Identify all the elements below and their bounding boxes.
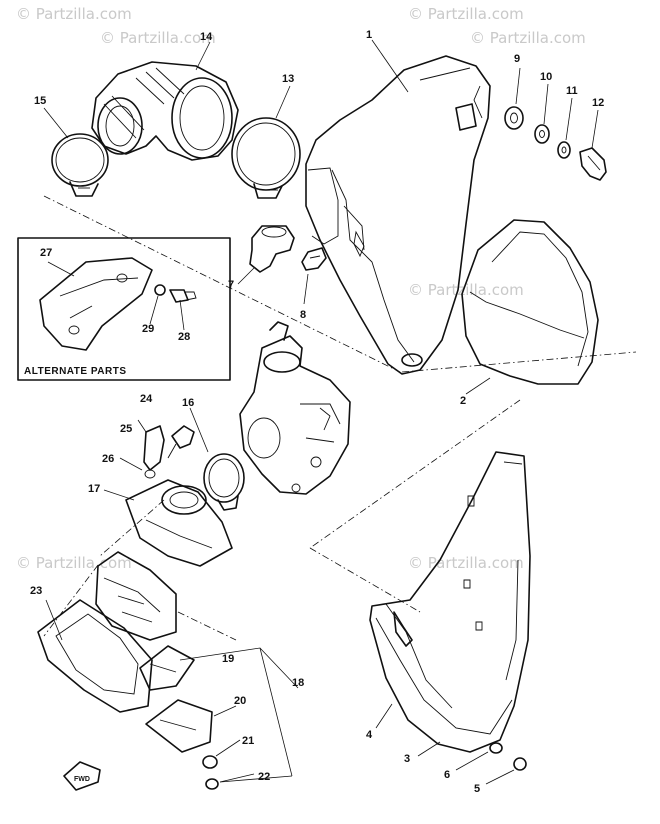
spring-clip (301, 247, 327, 271)
callout-25: 25 (120, 423, 132, 435)
carburetor-clamp (203, 453, 245, 511)
watermark: © Partzilla.com (16, 554, 132, 572)
hose-clamp-left (51, 133, 109, 197)
leader-lines (43, 39, 599, 785)
callout-15: 15 (34, 95, 46, 107)
air-cleaner-case (305, 55, 491, 375)
side-cover (369, 451, 531, 771)
watermark: © Partzilla.com (100, 29, 216, 47)
watermark: © Partzilla.com (408, 281, 524, 299)
watermark: © Partzilla.com (408, 5, 524, 23)
alternate-parts-box (17, 237, 231, 381)
callout-labels: 1 2 3 4 5 6 7 8 9 10 11 12 13 14 15 16 1… (24, 29, 604, 795)
callout-11: 11 (566, 85, 578, 97)
cable-stay (143, 425, 165, 479)
callout-23: 23 (30, 585, 42, 597)
callout-14: 14 (200, 31, 213, 43)
intake-duct (91, 61, 239, 161)
assembly-lines (43, 195, 637, 641)
bolt (167, 425, 195, 459)
carburetor-assembly (239, 321, 351, 495)
mounting-hardware-upper (504, 106, 607, 181)
air-filter-element (461, 219, 599, 385)
callout-8: 8 (300, 309, 306, 321)
callout-5: 5 (474, 783, 480, 795)
watermark: © Partzilla.com (16, 5, 132, 23)
callout-27: 27 (40, 247, 52, 259)
callout-21: 21 (242, 735, 254, 747)
callout-4: 4 (366, 729, 373, 741)
callout-6: 6 (444, 769, 450, 781)
callout-13: 13 (282, 73, 294, 85)
callout-20: 20 (234, 695, 246, 707)
watermark: © Partzilla.com (408, 554, 524, 572)
callout-3: 3 (404, 753, 410, 765)
breather-fitting (249, 225, 295, 273)
callout-17: 17 (88, 483, 100, 495)
reed-valve-gasket (37, 599, 153, 713)
reed-valve-assembly (95, 551, 219, 790)
callout-1: 1 (366, 29, 372, 41)
callout-12: 12 (592, 97, 604, 109)
fwd-label: FWD (74, 776, 90, 783)
callout-16: 16 (182, 397, 194, 409)
callout-19: 19 (222, 653, 234, 665)
callout-28: 28 (178, 331, 190, 343)
watermark-layer: © Partzilla.com © Partzilla.com © Partzi… (16, 5, 586, 572)
hose-clamp-right (231, 117, 301, 199)
callout-24: 24 (140, 393, 153, 405)
callout-10: 10 (540, 71, 552, 83)
alternate-parts-label: ALTERNATE PARTS (24, 366, 127, 377)
callout-7: 7 (228, 279, 234, 291)
forward-arrow-icon: FWD (63, 761, 101, 791)
callout-22: 22 (258, 771, 270, 783)
callout-9: 9 (514, 53, 520, 65)
callout-2: 2 (460, 395, 466, 407)
callout-29: 29 (142, 323, 154, 335)
callout-26: 26 (102, 453, 114, 465)
callout-18: 18 (292, 677, 304, 689)
watermark: © Partzilla.com (470, 29, 586, 47)
intake-manifold (125, 479, 233, 567)
